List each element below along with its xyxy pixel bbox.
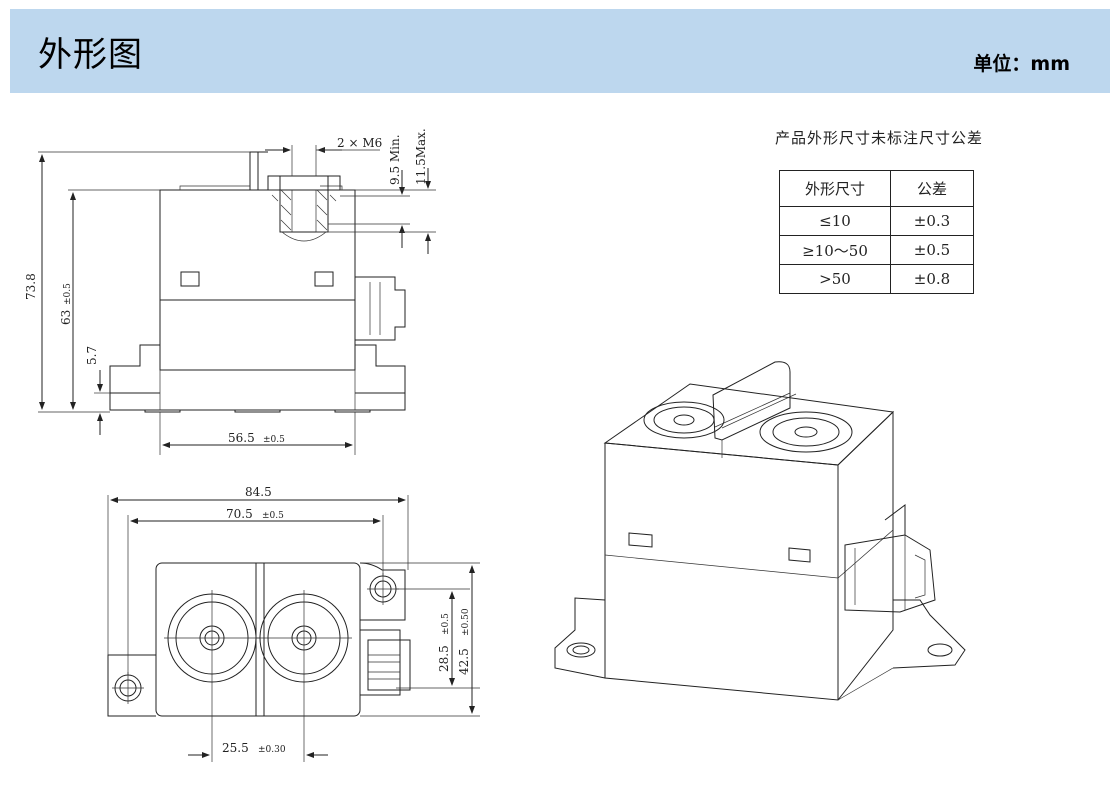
- dim-42-5-tol: ±0.50: [461, 608, 471, 636]
- tolerance-size: >50: [779, 264, 891, 294]
- header-bar: 外形图 单位：mm: [10, 9, 1110, 93]
- isometric-view: [554, 361, 966, 701]
- dim-63-tol: ±0.5: [63, 283, 73, 305]
- dim-73-8: 73.8: [24, 273, 38, 300]
- dim-28-5: 28.5: [437, 645, 451, 672]
- dim-thread: 2 × M6: [337, 136, 382, 150]
- dim-70-5: 70.5: [226, 507, 253, 521]
- tolerance-value: ±0.5: [890, 235, 974, 265]
- dim-70-5-tol: ±0.5: [262, 511, 284, 521]
- dim-56-5-tol: ±0.5: [263, 435, 285, 445]
- top-view: 84.5 70.5 ±0.5 28.5 ±0.5 42.5 ±0.50 25.5…: [107, 485, 480, 762]
- tolerance-value: ±0.8: [890, 264, 974, 294]
- dim-5-7: 5.7: [85, 346, 99, 365]
- tolerance-size: ≤10: [779, 206, 891, 236]
- dim-25-5: 25.5: [222, 741, 249, 755]
- dim-11-5: 11.5Max.: [414, 128, 428, 185]
- table-row: ≤10 ±0.3: [779, 206, 974, 236]
- tolerance-col-tol: 公差: [890, 170, 974, 207]
- dim-28-5-tol: ±0.5: [441, 613, 451, 635]
- dim-63: 63: [59, 310, 73, 325]
- tolerance-value: ±0.3: [890, 206, 974, 236]
- dim-84-5: 84.5: [245, 485, 272, 499]
- front-view: 73.8 63 ±0.5 5.7 56.5 ±0.5 2 × M6 9.5 Mi…: [24, 128, 436, 455]
- dim-25-5-tol: ±0.30: [258, 745, 286, 755]
- unit-label: 单位：mm: [973, 53, 1070, 75]
- dim-9-5: 9.5 Min.: [388, 134, 402, 185]
- page-title: 外形图: [38, 35, 143, 75]
- tolerance-caption: 产品外形尺寸未标注尺寸公差: [775, 129, 984, 147]
- table-row: >50 ±0.8: [779, 264, 974, 294]
- dim-56-5: 56.5: [228, 431, 255, 445]
- tolerance-table: 外形尺寸 公差 ≤10 ±0.3 ≥10～50 ±0.5 >50 ±0.8: [779, 170, 974, 294]
- table-row: ≥10～50 ±0.5: [779, 235, 974, 265]
- dim-42-5: 42.5: [457, 648, 471, 675]
- tolerance-size: ≥10～50: [779, 235, 891, 265]
